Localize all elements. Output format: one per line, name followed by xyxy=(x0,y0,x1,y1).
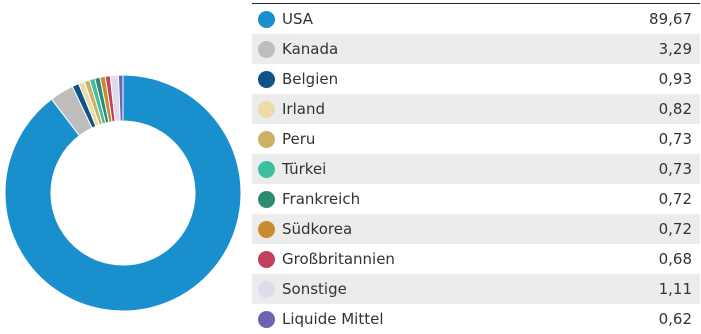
legend-label: Irland xyxy=(282,100,325,118)
legend-swatch xyxy=(258,220,275,238)
legend-row: Türkei 0,73 xyxy=(252,154,700,184)
legend-swatch xyxy=(258,40,275,58)
legend-swatch xyxy=(258,100,275,118)
legend-row: Peru 0,73 xyxy=(252,124,700,154)
legend-value: 0,73 xyxy=(658,160,692,178)
legend-row: Kanada 3,29 xyxy=(252,34,700,64)
legend-swatch xyxy=(258,250,275,268)
legend-swatch xyxy=(258,70,275,88)
legend-row: Belgien 0,93 xyxy=(252,64,700,94)
legend-label: USA xyxy=(282,10,314,28)
legend-label: Großbritannien xyxy=(282,250,395,268)
legend-label: Südkorea xyxy=(282,220,353,238)
legend-value: 0,68 xyxy=(658,250,692,268)
donut-slice xyxy=(5,75,241,311)
legend-row: Sonstige 1,11 xyxy=(252,274,700,304)
legend-swatch xyxy=(258,190,275,208)
legend-value: 0,72 xyxy=(658,190,692,208)
legend-label: Türkei xyxy=(282,160,327,178)
donut-svg xyxy=(5,75,241,311)
legend-row: Frankreich 0,72 xyxy=(252,184,700,214)
legend-swatch xyxy=(258,310,275,328)
legend-label: Peru xyxy=(282,130,316,148)
legend-swatch xyxy=(258,160,275,178)
legend-value: 0,72 xyxy=(658,220,692,238)
legend-label: Kanada xyxy=(282,40,339,58)
legend-label: Belgien xyxy=(282,70,339,88)
legend-swatch xyxy=(258,280,275,298)
legend-label: Frankreich xyxy=(282,190,361,208)
legend-swatch xyxy=(258,10,275,28)
legend-value: 3,29 xyxy=(658,40,692,58)
legend-value: 0,93 xyxy=(658,70,692,88)
legend-swatch xyxy=(258,130,275,148)
legend-row: Großbritannien 0,68 xyxy=(252,244,700,274)
legend-value: 89,67 xyxy=(649,10,692,28)
legend-label: Sonstige xyxy=(282,280,347,298)
legend-label: Liquide Mittel xyxy=(282,310,384,328)
legend-row: Südkorea 0,72 xyxy=(252,214,700,244)
legend-value: 0,82 xyxy=(658,100,692,118)
legend-row: USA 89,67 xyxy=(252,4,700,34)
legend-value: 0,62 xyxy=(658,310,692,328)
legend-row: Liquide Mittel 0,62 xyxy=(252,304,700,334)
donut-chart xyxy=(0,0,246,327)
legend-value: 1,11 xyxy=(658,280,692,298)
donut-slice xyxy=(117,75,124,122)
legend-value: 0,73 xyxy=(658,130,692,148)
legend-row: Irland 0,82 xyxy=(252,94,700,124)
